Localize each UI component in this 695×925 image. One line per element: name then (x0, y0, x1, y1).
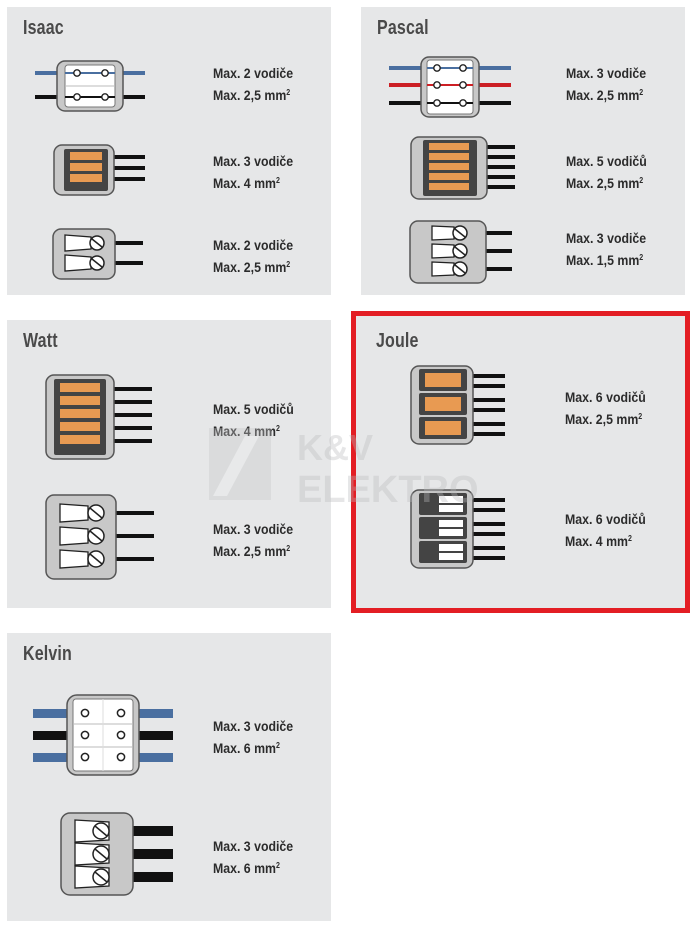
panel-kelvin: Kelvin Max. 3 vodiče Max. 6 mm2 (7, 633, 331, 921)
connector-spec: Max. 2 vodiče Max. 2,5 mm2 (213, 234, 293, 278)
max-cross-section: Max. 6 mm2 (213, 740, 280, 756)
inline-connector-icon (35, 60, 145, 112)
inline-connector-icon (33, 694, 173, 776)
connector-spec: Max. 2 vodiče Max. 2,5 mm2 (213, 62, 293, 106)
max-wires: Max. 6 vodičů (565, 511, 646, 527)
connector-spec: Max. 5 vodičů Max. 4 mm2 (213, 398, 294, 442)
panel-joule: Joule Max. 6 vodičů Max. 2,5 mm2 (351, 311, 690, 613)
watermark-logo: K&V ELEKTRO (209, 427, 479, 511)
connector-spec: Max. 6 vodičů Max. 2,5 mm2 (565, 386, 646, 430)
panel-isaac: Isaac Max. 2 vodiče Max. 2,5 mm2 Max. 3 … (7, 7, 331, 295)
max-cross-section: Max. 2,5 mm2 (565, 411, 643, 427)
max-cross-section: Max. 6 mm2 (213, 860, 280, 876)
max-wires: Max. 6 vodičů (565, 389, 646, 405)
max-wires: Max. 3 vodiče (566, 230, 647, 246)
max-cross-section: Max. 4 mm2 (213, 175, 280, 191)
panel-title: Watt (23, 330, 58, 352)
max-cross-section: Max. 4 mm2 (213, 423, 280, 439)
connector-spec: Max. 3 vodiče Max. 6 mm2 (213, 835, 293, 879)
max-cross-section: Max. 1,5 mm2 (566, 252, 644, 268)
lever-connector-icon (410, 136, 515, 200)
push-in-connector-icon (410, 489, 505, 569)
connector-spec: Max. 5 vodičů Max. 2,5 mm2 (566, 150, 647, 194)
connector-spec: Max. 3 vodiče Max. 1,5 mm2 (566, 227, 646, 271)
watermark-line2: ELEKTRO (297, 469, 479, 511)
connector-spec: Max. 3 vodiče Max. 6 mm2 (213, 715, 293, 759)
connector-spec: Max. 3 vodiče Max. 4 mm2 (213, 150, 293, 194)
max-wires: Max. 3 vodiče (566, 65, 647, 81)
max-cross-section: Max. 2,5 mm2 (213, 543, 291, 559)
max-wires: Max. 5 vodičů (213, 401, 294, 417)
watermark-line1: K&V (297, 427, 373, 468)
push-in-connector-icon (52, 228, 143, 280)
max-wires: Max. 3 vodiče (213, 718, 294, 734)
max-wires: Max. 2 vodiče (213, 65, 294, 81)
lever-connector-icon (53, 144, 145, 196)
connector-spec: Max. 3 vodiče Max. 2,5 mm2 (566, 62, 646, 106)
push-in-connector-icon (45, 494, 154, 580)
lever-connector-icon (45, 374, 152, 460)
max-cross-section: Max. 2,5 mm2 (566, 87, 644, 103)
panel-title: Isaac (23, 17, 64, 39)
lever-connector-icon (410, 365, 505, 445)
max-cross-section: Max. 4 mm2 (565, 533, 632, 549)
max-cross-section: Max. 2,5 mm2 (213, 259, 291, 275)
inline-connector-icon (389, 56, 511, 118)
max-wires: Max. 3 vodiče (213, 838, 294, 854)
max-wires: Max. 5 vodičů (566, 153, 647, 169)
push-in-connector-icon (409, 220, 512, 284)
panel-title: Pascal (377, 17, 429, 39)
max-cross-section: Max. 2,5 mm2 (213, 87, 291, 103)
max-wires: Max. 3 vodiče (213, 521, 294, 537)
panel-pascal: Pascal Max. 3 vodiče Max. 2,5 mm2 (361, 7, 685, 295)
panel-watt: Watt Max. 5 vodičů Max. 4 mm2 Max. 3 vod (7, 320, 331, 608)
push-in-connector-icon (60, 812, 173, 896)
panel-title: Kelvin (23, 643, 72, 665)
max-cross-section: Max. 2,5 mm2 (566, 175, 644, 191)
panel-title: Joule (376, 330, 419, 352)
connector-spec: Max. 3 vodiče Max. 2,5 mm2 (213, 518, 293, 562)
max-wires: Max. 3 vodiče (213, 153, 294, 169)
connector-spec: Max. 6 vodičů Max. 4 mm2 (565, 508, 646, 552)
max-wires: Max. 2 vodiče (213, 237, 294, 253)
